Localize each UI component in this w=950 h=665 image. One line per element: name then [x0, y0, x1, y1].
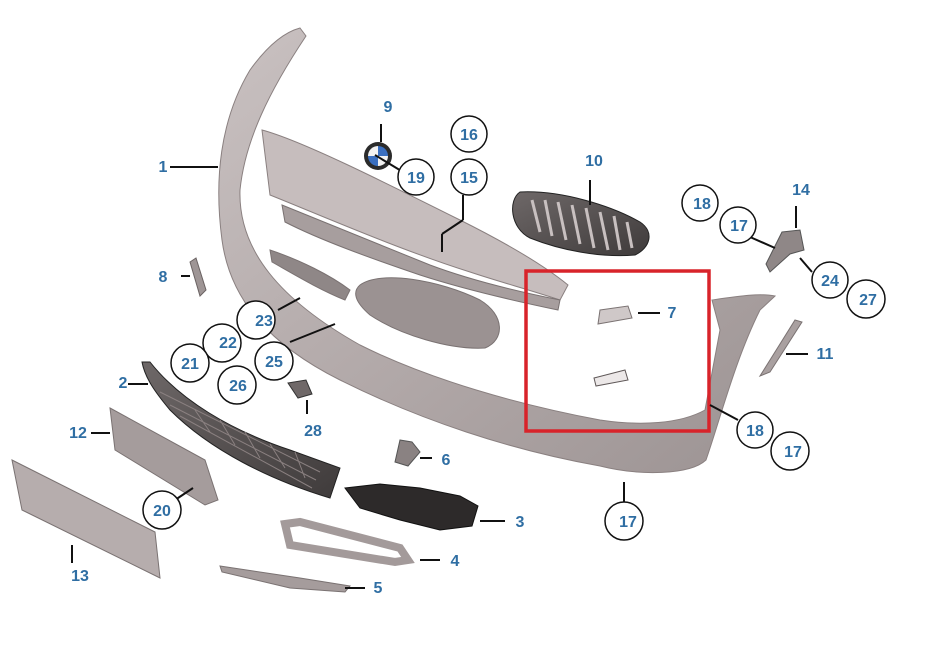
- label-8: 8: [159, 269, 168, 286]
- license-plate-base: [11, 459, 161, 579]
- lower-grille-mesh: [159, 391, 321, 489]
- license-plate-bracket: [109, 407, 219, 506]
- label-17-top: 17: [730, 218, 748, 235]
- kidney-grille: [512, 191, 650, 257]
- clip-8: [189, 257, 207, 297]
- callout-labels: 1 9 16 15 19 10 14 18 17 24 27 7 11 18 1…: [69, 99, 877, 597]
- label-25: 25: [265, 354, 283, 371]
- label-13: 13: [71, 568, 89, 585]
- callout-circles: [142, 115, 886, 541]
- label-22: 22: [219, 335, 237, 352]
- lower-trim-strip: [219, 565, 351, 593]
- label-18-right: 18: [746, 423, 764, 440]
- label-24: 24: [821, 273, 839, 290]
- highlight-box: [524, 269, 711, 433]
- bracket-14: [765, 229, 805, 273]
- bracket-28: [287, 379, 313, 399]
- label-2: 2: [119, 375, 128, 392]
- label-11: 11: [817, 346, 834, 363]
- label-17-bottom: 17: [619, 514, 637, 531]
- label-3: 3: [516, 514, 525, 531]
- leader-lines: [71, 124, 813, 589]
- tow-hook-cover-7: [597, 305, 633, 325]
- tow-hook-opening: [593, 369, 629, 387]
- label-27: 27: [859, 292, 877, 309]
- lower-grille: [141, 361, 341, 499]
- label-6: 6: [442, 452, 451, 469]
- lower-intake: [269, 249, 351, 301]
- grille-opening: [355, 277, 500, 349]
- underbody-panel: [344, 483, 479, 531]
- bumper-top-surface: [261, 129, 569, 301]
- label-5: 5: [374, 580, 383, 597]
- label-21: 21: [181, 356, 199, 373]
- label-28: 28: [304, 423, 322, 440]
- label-20: 20: [153, 503, 171, 520]
- label-18-top: 18: [693, 196, 711, 213]
- trim-ring: [280, 517, 415, 567]
- label-4: 4: [451, 553, 460, 570]
- label-9: 9: [384, 99, 393, 116]
- side-reflector: [758, 319, 803, 378]
- label-7: 7: [668, 305, 677, 322]
- label-19: 19: [407, 170, 425, 187]
- label-15: 15: [460, 170, 478, 187]
- small-bracket-6: [394, 439, 421, 467]
- label-26: 26: [229, 378, 247, 395]
- upper-lip: [281, 204, 561, 311]
- label-14: 14: [792, 182, 810, 199]
- label-16: 16: [460, 127, 478, 144]
- label-23: 23: [255, 313, 273, 330]
- label-1: 1: [159, 159, 168, 176]
- label-12: 12: [69, 425, 87, 442]
- label-17-right: 17: [784, 444, 802, 461]
- label-10: 10: [585, 153, 603, 170]
